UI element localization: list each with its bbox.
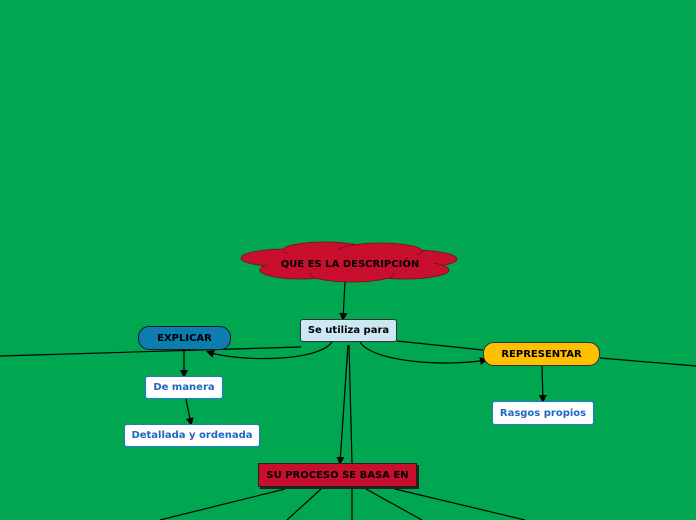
connector-utiliza-down: [348, 344, 353, 464]
connector-utiliza-proceso: [336, 344, 349, 465]
node-de-manera[interactable]: De manera: [145, 376, 223, 399]
connector-proceso-1: [159, 488, 286, 520]
node-representar[interactable]: REPRESENTAR: [483, 342, 600, 366]
node-rasgos-propios[interactable]: Rasgos propios: [492, 401, 594, 425]
connector-utiliza-representar: [359, 341, 488, 365]
connector-left-offscreen: [0, 346, 302, 357]
connector-representar-rasgos: [538, 365, 547, 403]
node-se-utiliza-para[interactable]: Se utiliza para: [300, 319, 397, 342]
node-su-proceso-se-basa-en[interactable]: SU PROCESO SE BASA EN: [258, 463, 417, 487]
node-detallada-y-ordenada[interactable]: Detallada y ordenada: [124, 424, 260, 447]
central-node-label: QUE ES LA DESCRIPCIÓN: [280, 258, 420, 270]
connector-manera-detallada: [185, 398, 194, 426]
connector-utiliza-explicar: [206, 341, 333, 360]
central-cloud[interactable]: [240, 241, 458, 283]
connector-right-offscreen: [599, 357, 696, 367]
node-explicar[interactable]: EXPLICAR: [138, 326, 231, 350]
connector-utiliza-representar-top: [396, 340, 484, 351]
connector-proceso-2: [286, 488, 322, 520]
connector-proceso-4: [365, 488, 423, 520]
connector-proceso-5: [394, 488, 526, 520]
connectors: [0, 281, 696, 520]
connector-central-utiliza: [339, 281, 348, 321]
